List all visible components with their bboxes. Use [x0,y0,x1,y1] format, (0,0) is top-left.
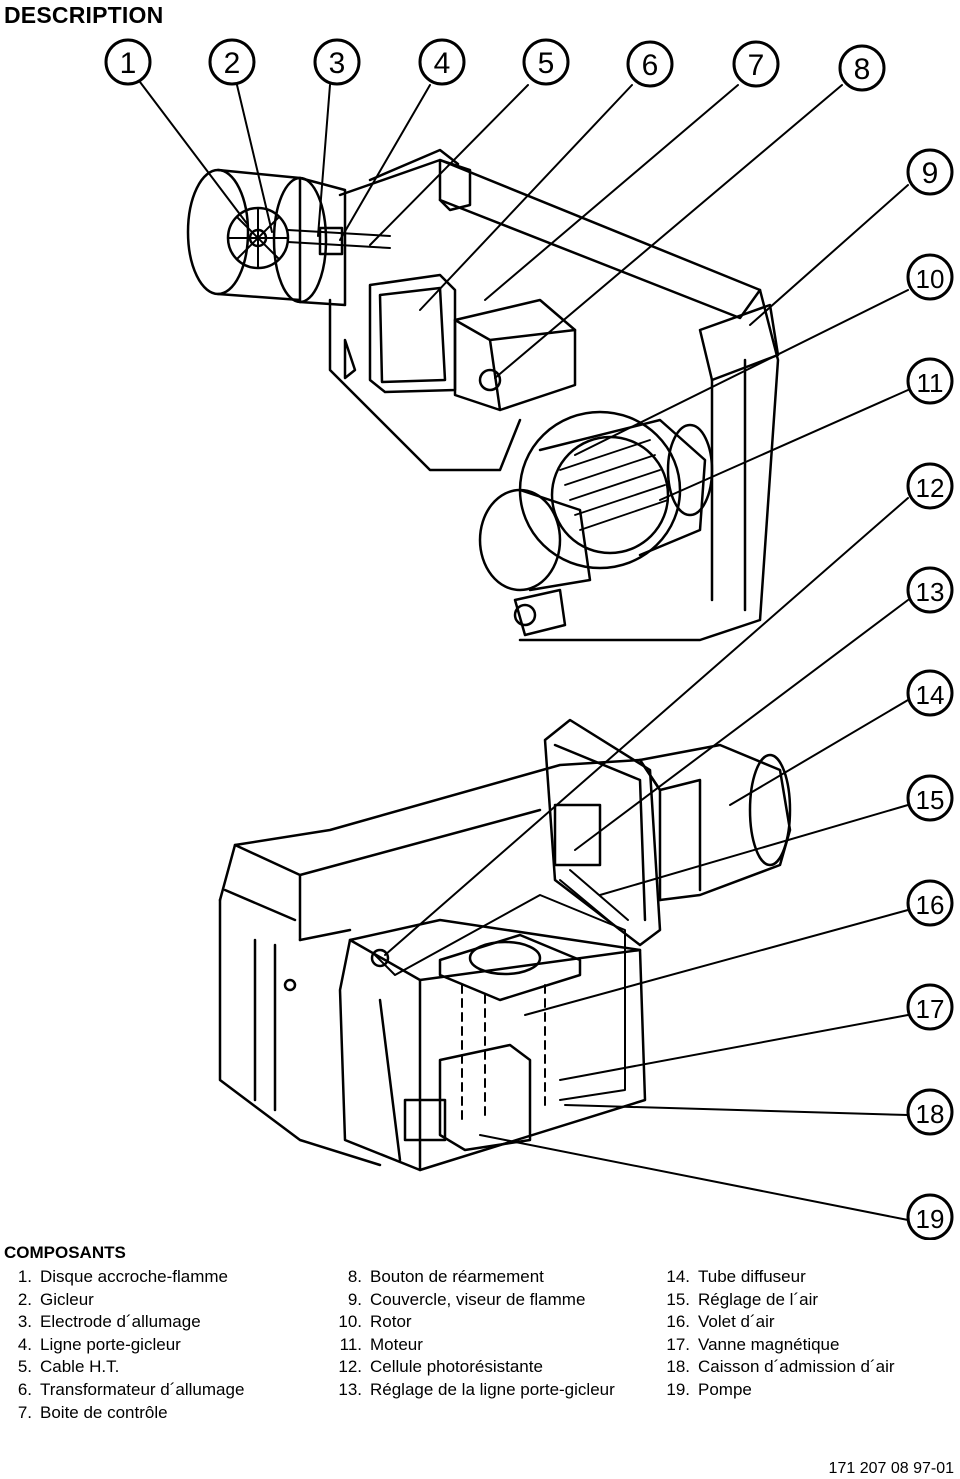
components-heading: COMPOSANTS [4,1243,126,1262]
list-item: 4.Ligne porte-gicleur [17,1334,181,1354]
list-item: 15.Réglage de l´air [666,1289,819,1309]
list-item: 19.Pompe [666,1379,752,1399]
callout-9: 9 [922,157,939,190]
list-item: 2.Gicleur [17,1289,94,1309]
ignition-transformer [453,298,577,412]
callout-10: 10 [916,264,945,294]
list-item: 18.Caisson d´admission d´air [666,1357,895,1377]
callout-circles [104,38,954,1240]
callout-8: 8 [854,53,871,86]
callout-4: 4 [434,47,451,80]
callout-19: 19 [916,1204,945,1234]
lower-burner-view [218,718,792,1172]
callout-6: 6 [642,49,659,82]
components-list-col-1: 1.Disque accroche-flamme 2.Gicleur 3.Ele… [6,1266,245,1424]
callout-17: 17 [916,994,945,1024]
upper-burner-view [186,148,780,642]
callout-2: 2 [224,47,241,80]
pump-cap [478,488,592,637]
callout-16: 16 [916,890,945,920]
air-shutter [438,933,582,1002]
list-item: 16.Volet d´air [666,1312,775,1332]
callout-15: 15 [916,785,945,815]
list-item: 12.Cellule photorésistante [338,1357,543,1377]
reset-button [478,368,502,392]
list-item: 10.Rotor [338,1312,412,1332]
list-item: 7.Boite de contrôle [17,1402,168,1422]
flame-disc [226,206,290,270]
diffuser-tube [638,743,792,902]
list-item: 13.Réglage de la ligne porte-gicleur [338,1379,615,1399]
leader-lines [139,81,909,1221]
list-item: 14.Tube diffuseur [666,1267,806,1286]
components-list-col-2: 8.Bouton de réarmement 9.Couvercle, vise… [330,1266,615,1402]
callout-7: 7 [748,49,765,82]
list-item: 3.Electrode d´allumage [17,1312,201,1332]
list-item: 1.Disque accroche-flamme [17,1267,229,1286]
solenoid-valve [403,1043,532,1152]
list-item: 17.Vanne magnétique [666,1334,840,1354]
page-title: DESCRIPTION [4,2,164,28]
adjustment-frame [543,718,662,947]
callout-5: 5 [538,47,555,80]
callout-13: 13 [916,577,945,607]
callout-1: 1 [120,47,137,80]
burner-exploded-diagram: 1 2 3 4 5 6 7 8 9 10 11 12 13 14 15 16 1… [104,38,954,1240]
list-item: 8.Bouton de réarmement [347,1267,544,1286]
list-item: 5.Cable H.T. [17,1357,120,1377]
callout-11: 11 [917,368,944,398]
document-reference: 171 207 08 97-01 [828,1460,954,1477]
list-item: 6.Transformateur d´allumage [17,1379,245,1399]
control-box [368,273,457,394]
air-inlet-box [338,918,647,1172]
list-item: 9.Couvercle, viseur de flamme [347,1289,586,1309]
callout-12: 12 [916,473,945,503]
list-item: 11.Moteur [339,1334,423,1354]
photocell [370,948,390,968]
callout-14: 14 [916,680,945,710]
callout-18: 18 [916,1099,945,1129]
components-list-col-3: 14.Tube diffuseur 15.Réglage de l´air 16… [656,1266,895,1402]
callout-3: 3 [329,47,346,80]
